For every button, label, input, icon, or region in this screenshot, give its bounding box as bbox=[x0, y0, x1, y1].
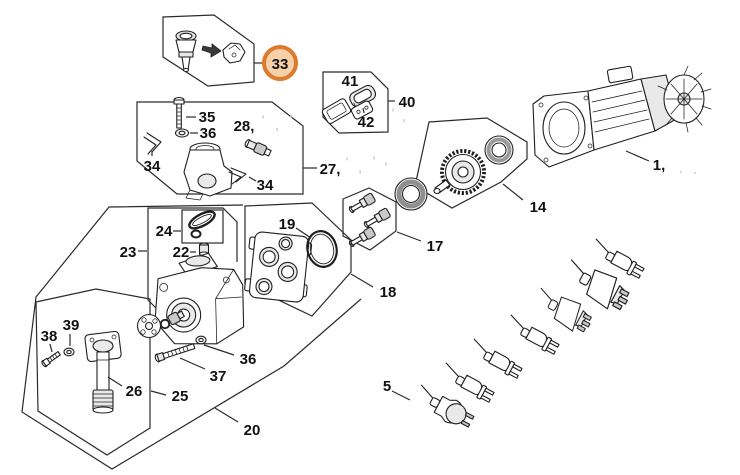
part-elbow-26 bbox=[84, 330, 122, 414]
svg-text:.: . bbox=[693, 163, 696, 177]
callout-20[interactable]: 20 bbox=[244, 422, 261, 439]
callout-28[interactable]: 28, bbox=[234, 118, 255, 135]
part-pump-housing bbox=[154, 252, 245, 345]
part-cylinder-head-19 bbox=[244, 231, 313, 303]
part-plug-25 bbox=[167, 310, 185, 326]
svg-text:': ' bbox=[392, 106, 395, 120]
part-clip-34-right bbox=[228, 167, 247, 185]
power-plug-us bbox=[438, 362, 497, 405]
part-bracket-33 bbox=[222, 42, 246, 64]
ghost-part-numbers: ' , ' ' , ' ' ' , . . bbox=[262, 106, 697, 177]
group-box-20 bbox=[21, 204, 362, 470]
callout-33[interactable]: 33 bbox=[272, 56, 289, 73]
svg-text:': ' bbox=[346, 155, 349, 169]
plug-set bbox=[411, 238, 647, 433]
part-bolt-37 bbox=[154, 343, 196, 363]
part-bolt-35 bbox=[173, 96, 185, 129]
svg-text:.: . bbox=[679, 162, 682, 176]
part-bolt-38 bbox=[41, 351, 61, 368]
power-plug-uk bbox=[529, 283, 597, 338]
part-valve-piston bbox=[346, 192, 377, 216]
part-valve-33 bbox=[175, 30, 197, 73]
callout-27[interactable]: 27, bbox=[320, 161, 341, 178]
engine-fan bbox=[657, 65, 712, 133]
direction-arrow-icon bbox=[201, 43, 222, 58]
highlight-callout-33[interactable]: 33 bbox=[262, 45, 298, 81]
callout-1[interactable]: 1, bbox=[653, 157, 666, 174]
callout-38[interactable]: 38 bbox=[41, 328, 58, 345]
part-oring-small-24 bbox=[190, 229, 202, 239]
svg-text:,: , bbox=[275, 119, 278, 133]
svg-text:,: , bbox=[358, 161, 361, 175]
svg-text:': ' bbox=[373, 154, 376, 168]
part-seal-ring-outer bbox=[394, 177, 428, 211]
callout-36a[interactable]: 36 bbox=[200, 125, 217, 142]
part-bearing-ring-inner bbox=[484, 135, 514, 165]
callout-35[interactable]: 35 bbox=[199, 109, 216, 126]
callout-36b[interactable]: 36 bbox=[240, 351, 257, 368]
callout-37[interactable]: 37 bbox=[210, 368, 227, 385]
callout-39[interactable]: 39 bbox=[63, 317, 80, 334]
part-oring-25 bbox=[159, 318, 171, 330]
part-plate-25 bbox=[136, 313, 162, 339]
group-box-17 bbox=[342, 187, 397, 251]
part-oil-pump-27 bbox=[183, 142, 233, 201]
group-box-25 bbox=[35, 288, 151, 456]
callout-5[interactable]: 5 bbox=[383, 378, 391, 395]
part-valve-28 bbox=[244, 139, 272, 157]
callout-22[interactable]: 22 bbox=[173, 244, 190, 261]
callout-41[interactable]: 41 bbox=[342, 73, 359, 90]
callout-14[interactable]: 14 bbox=[530, 199, 547, 216]
part-washer-36b bbox=[195, 335, 207, 345]
part-washer-39 bbox=[63, 347, 75, 357]
callout-34a[interactable]: 34 bbox=[144, 158, 161, 175]
callout-19[interactable]: 19 bbox=[279, 216, 296, 233]
callout-18[interactable]: 18 bbox=[380, 284, 397, 301]
group-box-27 bbox=[136, 101, 304, 195]
callout-24[interactable]: 24 bbox=[156, 223, 173, 240]
svg-text:': ' bbox=[385, 160, 388, 174]
svg-text:': ' bbox=[262, 113, 265, 127]
part-washer-36a bbox=[174, 128, 190, 138]
callout-42[interactable]: 42 bbox=[358, 114, 375, 131]
callout-25[interactable]: 25 bbox=[172, 388, 189, 405]
callout-26[interactable]: 26 bbox=[126, 383, 143, 400]
callout-17[interactable]: 17 bbox=[427, 238, 444, 255]
part-valve-piston bbox=[361, 207, 392, 231]
power-plug-us bbox=[466, 338, 525, 381]
part-cover-41 bbox=[349, 84, 377, 108]
callout-40[interactable]: 40 bbox=[399, 94, 416, 111]
svg-text:,: , bbox=[402, 110, 405, 124]
callout-23[interactable]: 23 bbox=[120, 244, 137, 261]
part-bracket-42 bbox=[350, 100, 374, 120]
part-clip-34-left bbox=[143, 132, 162, 155]
part-gasket-ring-24 bbox=[188, 210, 216, 230]
callout-34b[interactable]: 34 bbox=[257, 177, 274, 194]
svg-text:': ' bbox=[290, 112, 293, 126]
part-gear-14 bbox=[433, 149, 486, 195]
part-plate-40 bbox=[321, 98, 352, 125]
group-box-23 bbox=[147, 207, 238, 322]
part-engine-assembly bbox=[532, 65, 712, 168]
power-plug-us bbox=[503, 314, 562, 357]
group-box-33 bbox=[162, 14, 255, 87]
group-box-40 bbox=[322, 71, 389, 134]
part-oring-19 bbox=[306, 230, 338, 268]
